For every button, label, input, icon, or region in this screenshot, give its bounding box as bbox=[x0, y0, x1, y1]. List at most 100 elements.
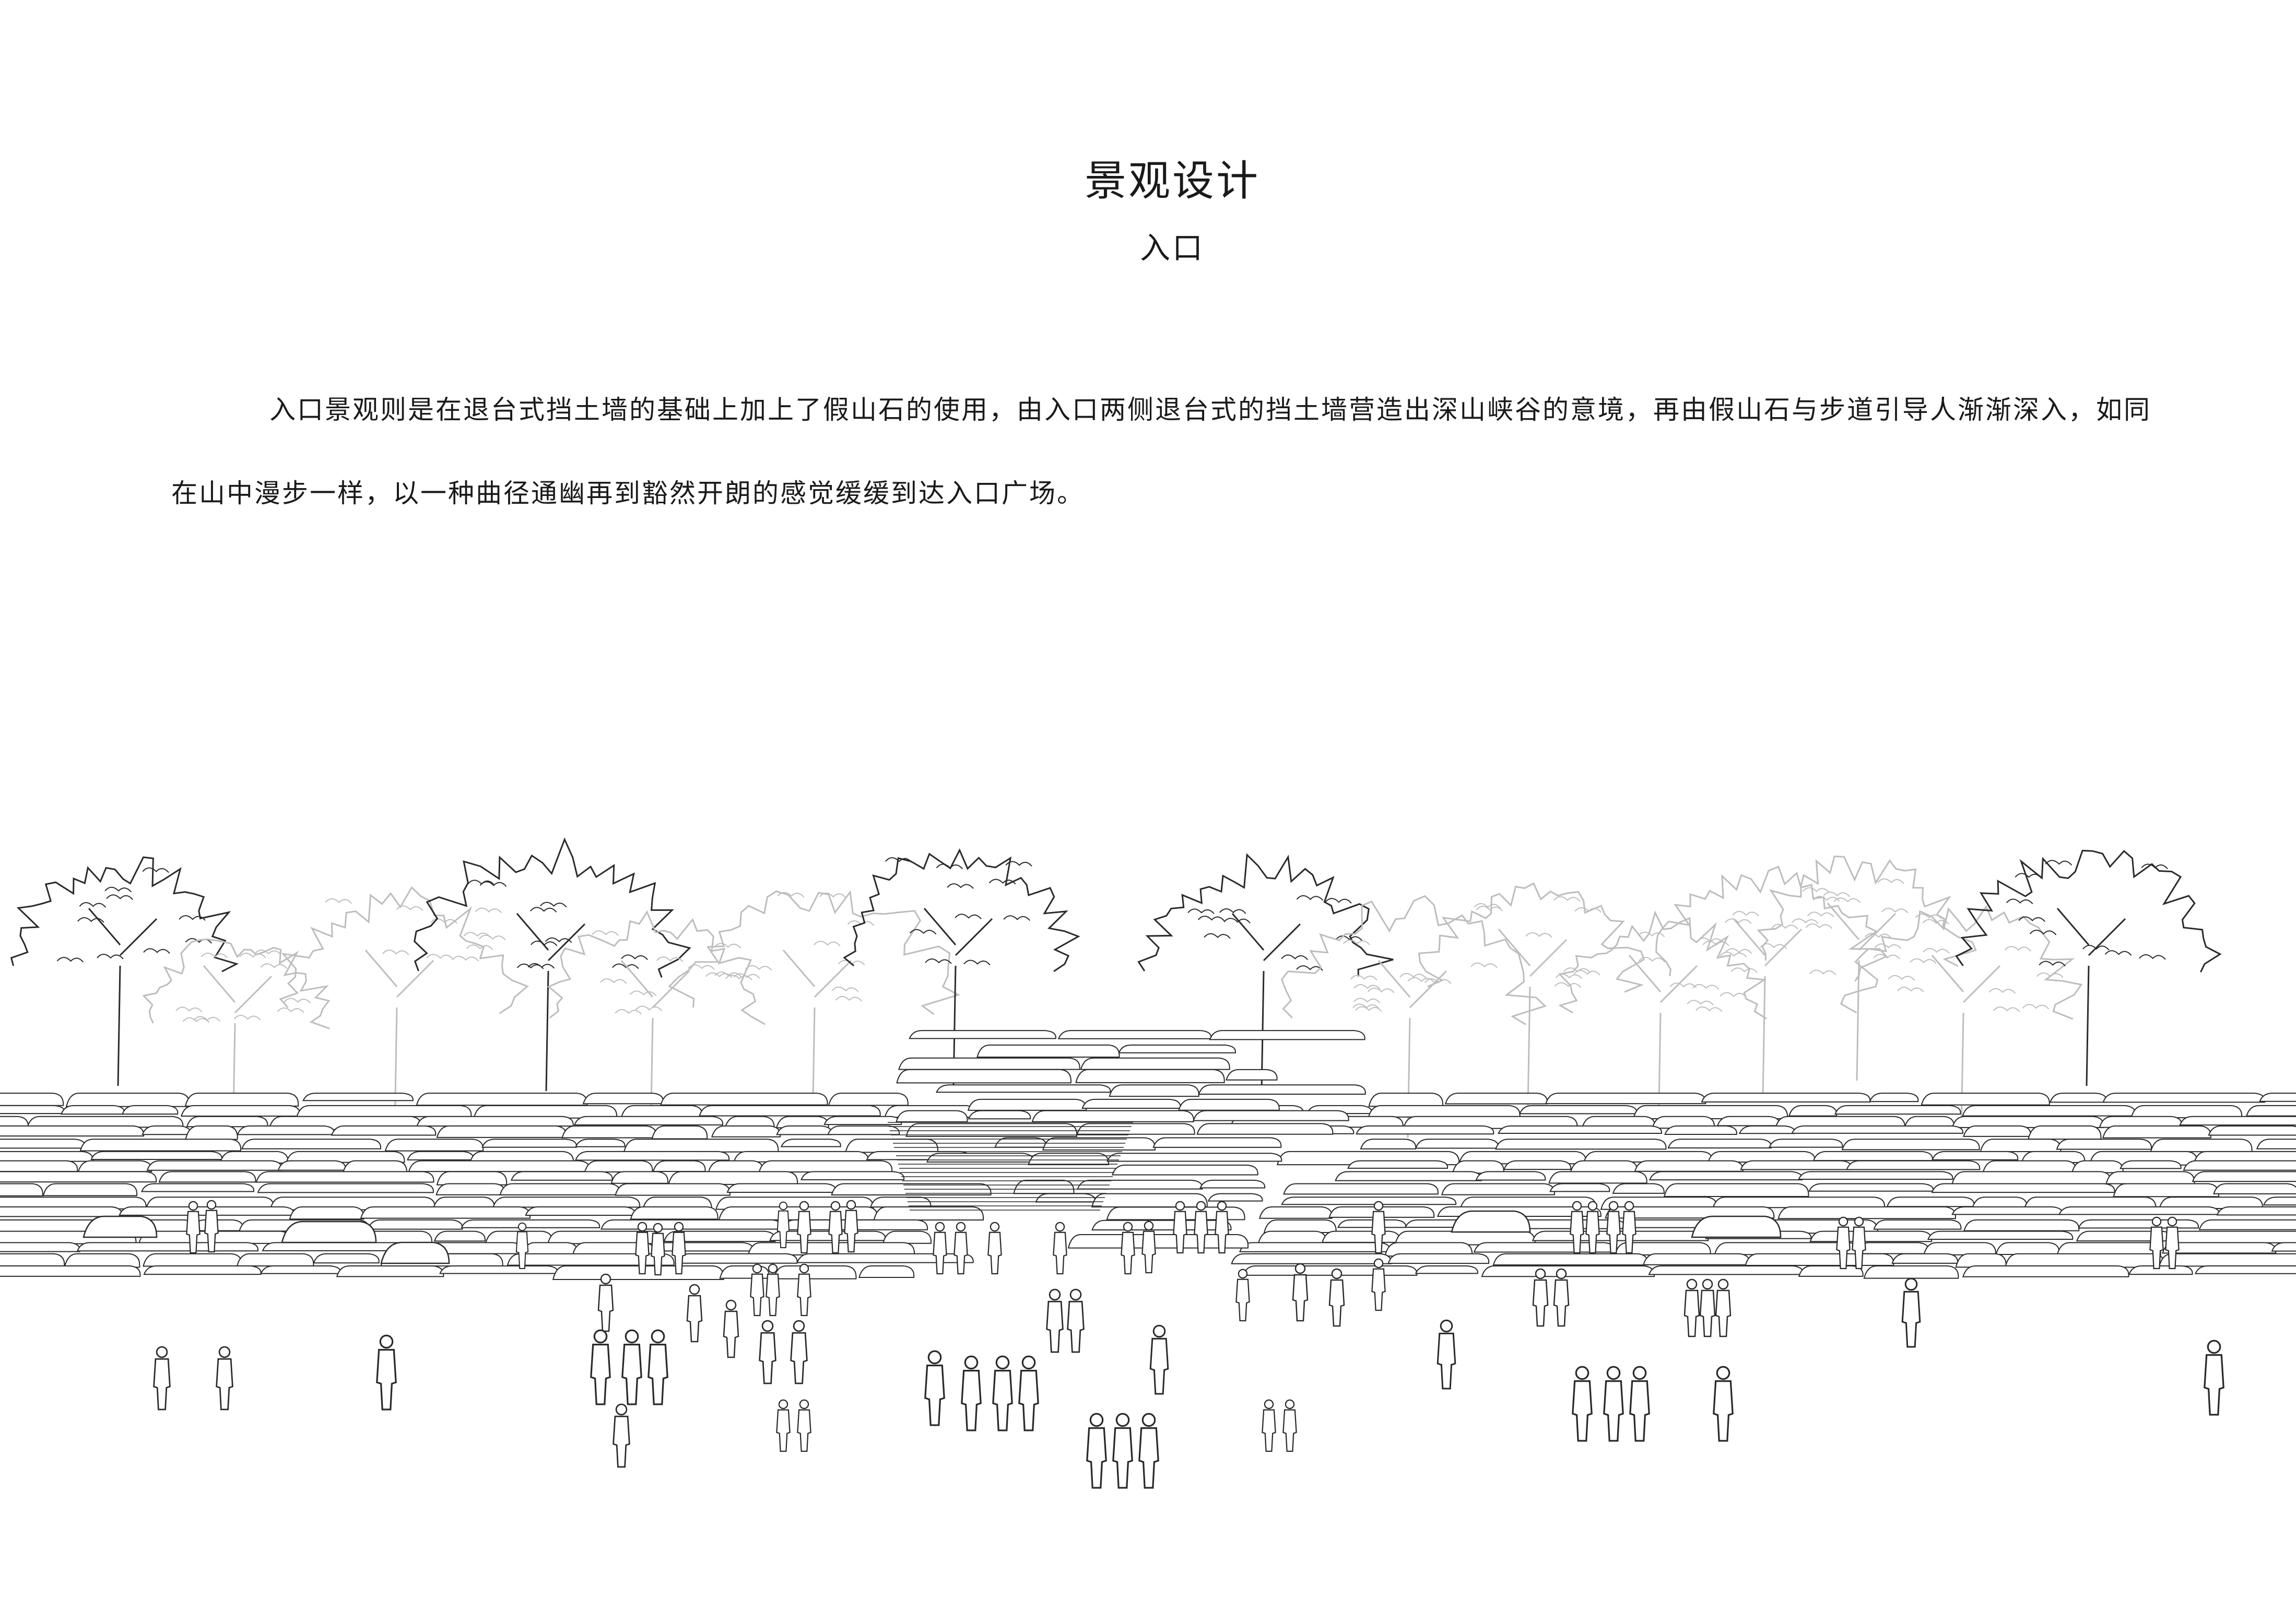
rock-slab bbox=[1841, 1139, 1980, 1151]
foliage-mark bbox=[1910, 958, 1937, 964]
foliage-mark bbox=[1874, 943, 1902, 949]
person-figure bbox=[1603, 1366, 1624, 1442]
foliage-mark bbox=[1915, 913, 1942, 919]
rock-slab bbox=[90, 1151, 222, 1160]
foliage-mark bbox=[2022, 1004, 2050, 1010]
rock-slab bbox=[1980, 1139, 2062, 1152]
tree-canopy-group bbox=[10, 837, 2222, 1144]
foliage-mark bbox=[104, 886, 132, 893]
entrance-stairs bbox=[888, 1122, 1133, 1211]
foliage-mark bbox=[254, 949, 281, 955]
rock-slab bbox=[64, 1253, 140, 1268]
foliage-mark bbox=[714, 943, 741, 949]
person-figure bbox=[933, 1222, 947, 1275]
person-figure bbox=[1532, 1268, 1549, 1327]
foliage-mark bbox=[1638, 956, 1666, 963]
foliage-mark bbox=[1809, 969, 1836, 976]
rock-slab bbox=[1503, 1160, 1572, 1170]
rock-slab bbox=[1111, 1164, 1258, 1176]
foliage-mark bbox=[1296, 895, 1324, 901]
foliage-mark bbox=[621, 954, 648, 961]
boulder bbox=[1691, 1215, 1782, 1238]
foliage-mark bbox=[2004, 945, 2032, 952]
foliage-mark bbox=[2036, 972, 2064, 978]
foliage-mark bbox=[1807, 911, 1834, 917]
foliage-mark bbox=[1730, 967, 1758, 973]
foliage-mark bbox=[1792, 918, 1819, 924]
foliage-mark bbox=[1003, 915, 1030, 921]
rock-slab bbox=[1415, 1265, 1478, 1274]
rock-slab bbox=[407, 1151, 474, 1160]
foliage-mark bbox=[185, 938, 213, 944]
rock-slab bbox=[1075, 1069, 1225, 1083]
rock-slab bbox=[331, 1125, 437, 1136]
rock-slab bbox=[0, 1196, 147, 1210]
rock-slab bbox=[575, 1139, 626, 1147]
person-figure bbox=[1553, 1268, 1570, 1327]
rock-slab bbox=[180, 1105, 301, 1117]
rock-slab bbox=[416, 1116, 574, 1127]
rock-slab bbox=[1076, 1123, 1195, 1135]
person-figure bbox=[1173, 1201, 1187, 1254]
rock-slab bbox=[610, 1171, 669, 1184]
rock-slab bbox=[1788, 1105, 1838, 1117]
rock-slab bbox=[2216, 1206, 2296, 1216]
landscape-illustration bbox=[0, 825, 2296, 1503]
rock-slab bbox=[1258, 1206, 1333, 1219]
person-figure bbox=[1437, 1319, 1456, 1390]
rock-slab bbox=[79, 1139, 242, 1152]
foliage-mark bbox=[885, 857, 912, 863]
person-figure bbox=[515, 1222, 529, 1270]
rock-slab bbox=[1863, 1265, 1959, 1279]
foliage-mark bbox=[1219, 908, 1246, 914]
person-figure bbox=[621, 1329, 642, 1405]
foliage-mark bbox=[545, 937, 572, 943]
rock-slab bbox=[1118, 1044, 1236, 1053]
person-figure bbox=[376, 1334, 397, 1411]
person-figure bbox=[1715, 1278, 1732, 1337]
foliage-mark bbox=[963, 959, 991, 966]
rock-slab bbox=[367, 1219, 463, 1230]
rock-slab bbox=[2028, 1125, 2102, 1140]
page-title: 景观设计 bbox=[1085, 157, 1260, 205]
rock-slab bbox=[1519, 1105, 1638, 1115]
person-figure bbox=[1067, 1288, 1085, 1353]
rock-slab bbox=[1962, 1265, 2129, 1277]
tree-canopy bbox=[1280, 895, 1547, 1025]
rock-slab bbox=[1263, 1219, 1337, 1234]
foliage-mark bbox=[2006, 898, 2033, 905]
rock-slab bbox=[1962, 1105, 2136, 1117]
foliage-mark bbox=[925, 958, 952, 964]
rock-slab bbox=[481, 1139, 578, 1148]
rock-slab bbox=[435, 1183, 506, 1195]
rock-slab bbox=[1712, 1196, 1886, 1209]
foliage-mark bbox=[1367, 987, 1395, 993]
foliage-mark bbox=[615, 1009, 642, 1015]
rock-slab bbox=[146, 1160, 282, 1171]
rock-slab bbox=[1869, 1093, 1919, 1103]
foliage-mark bbox=[1474, 903, 1501, 909]
rock-slab bbox=[905, 1123, 1078, 1137]
foliage-mark bbox=[1833, 897, 1861, 903]
rock-slab bbox=[473, 1105, 618, 1119]
person-figure bbox=[1629, 1366, 1650, 1442]
rock-slab bbox=[2162, 1242, 2277, 1254]
person-figure bbox=[776, 1201, 790, 1249]
person-figure bbox=[1852, 1216, 1866, 1270]
rock-slab bbox=[1403, 1116, 1578, 1129]
foliage-mark bbox=[1873, 953, 1900, 959]
person-figure bbox=[1901, 1277, 1921, 1348]
rock-slab bbox=[416, 1093, 588, 1106]
rock-slab bbox=[1548, 1171, 1647, 1184]
person-figure bbox=[776, 1399, 791, 1452]
tree-trunk bbox=[88, 908, 158, 1086]
foliage-mark bbox=[1805, 923, 1833, 929]
rock-slab bbox=[0, 1093, 64, 1106]
rock-slab bbox=[2102, 1125, 2211, 1139]
foliage-mark bbox=[629, 990, 657, 997]
rock-slab bbox=[1091, 1193, 1208, 1207]
foliage-mark bbox=[1993, 1006, 2020, 1012]
foliage-mark bbox=[382, 949, 409, 955]
foliage-mark bbox=[1702, 940, 1729, 946]
rock-slab bbox=[76, 1242, 259, 1252]
